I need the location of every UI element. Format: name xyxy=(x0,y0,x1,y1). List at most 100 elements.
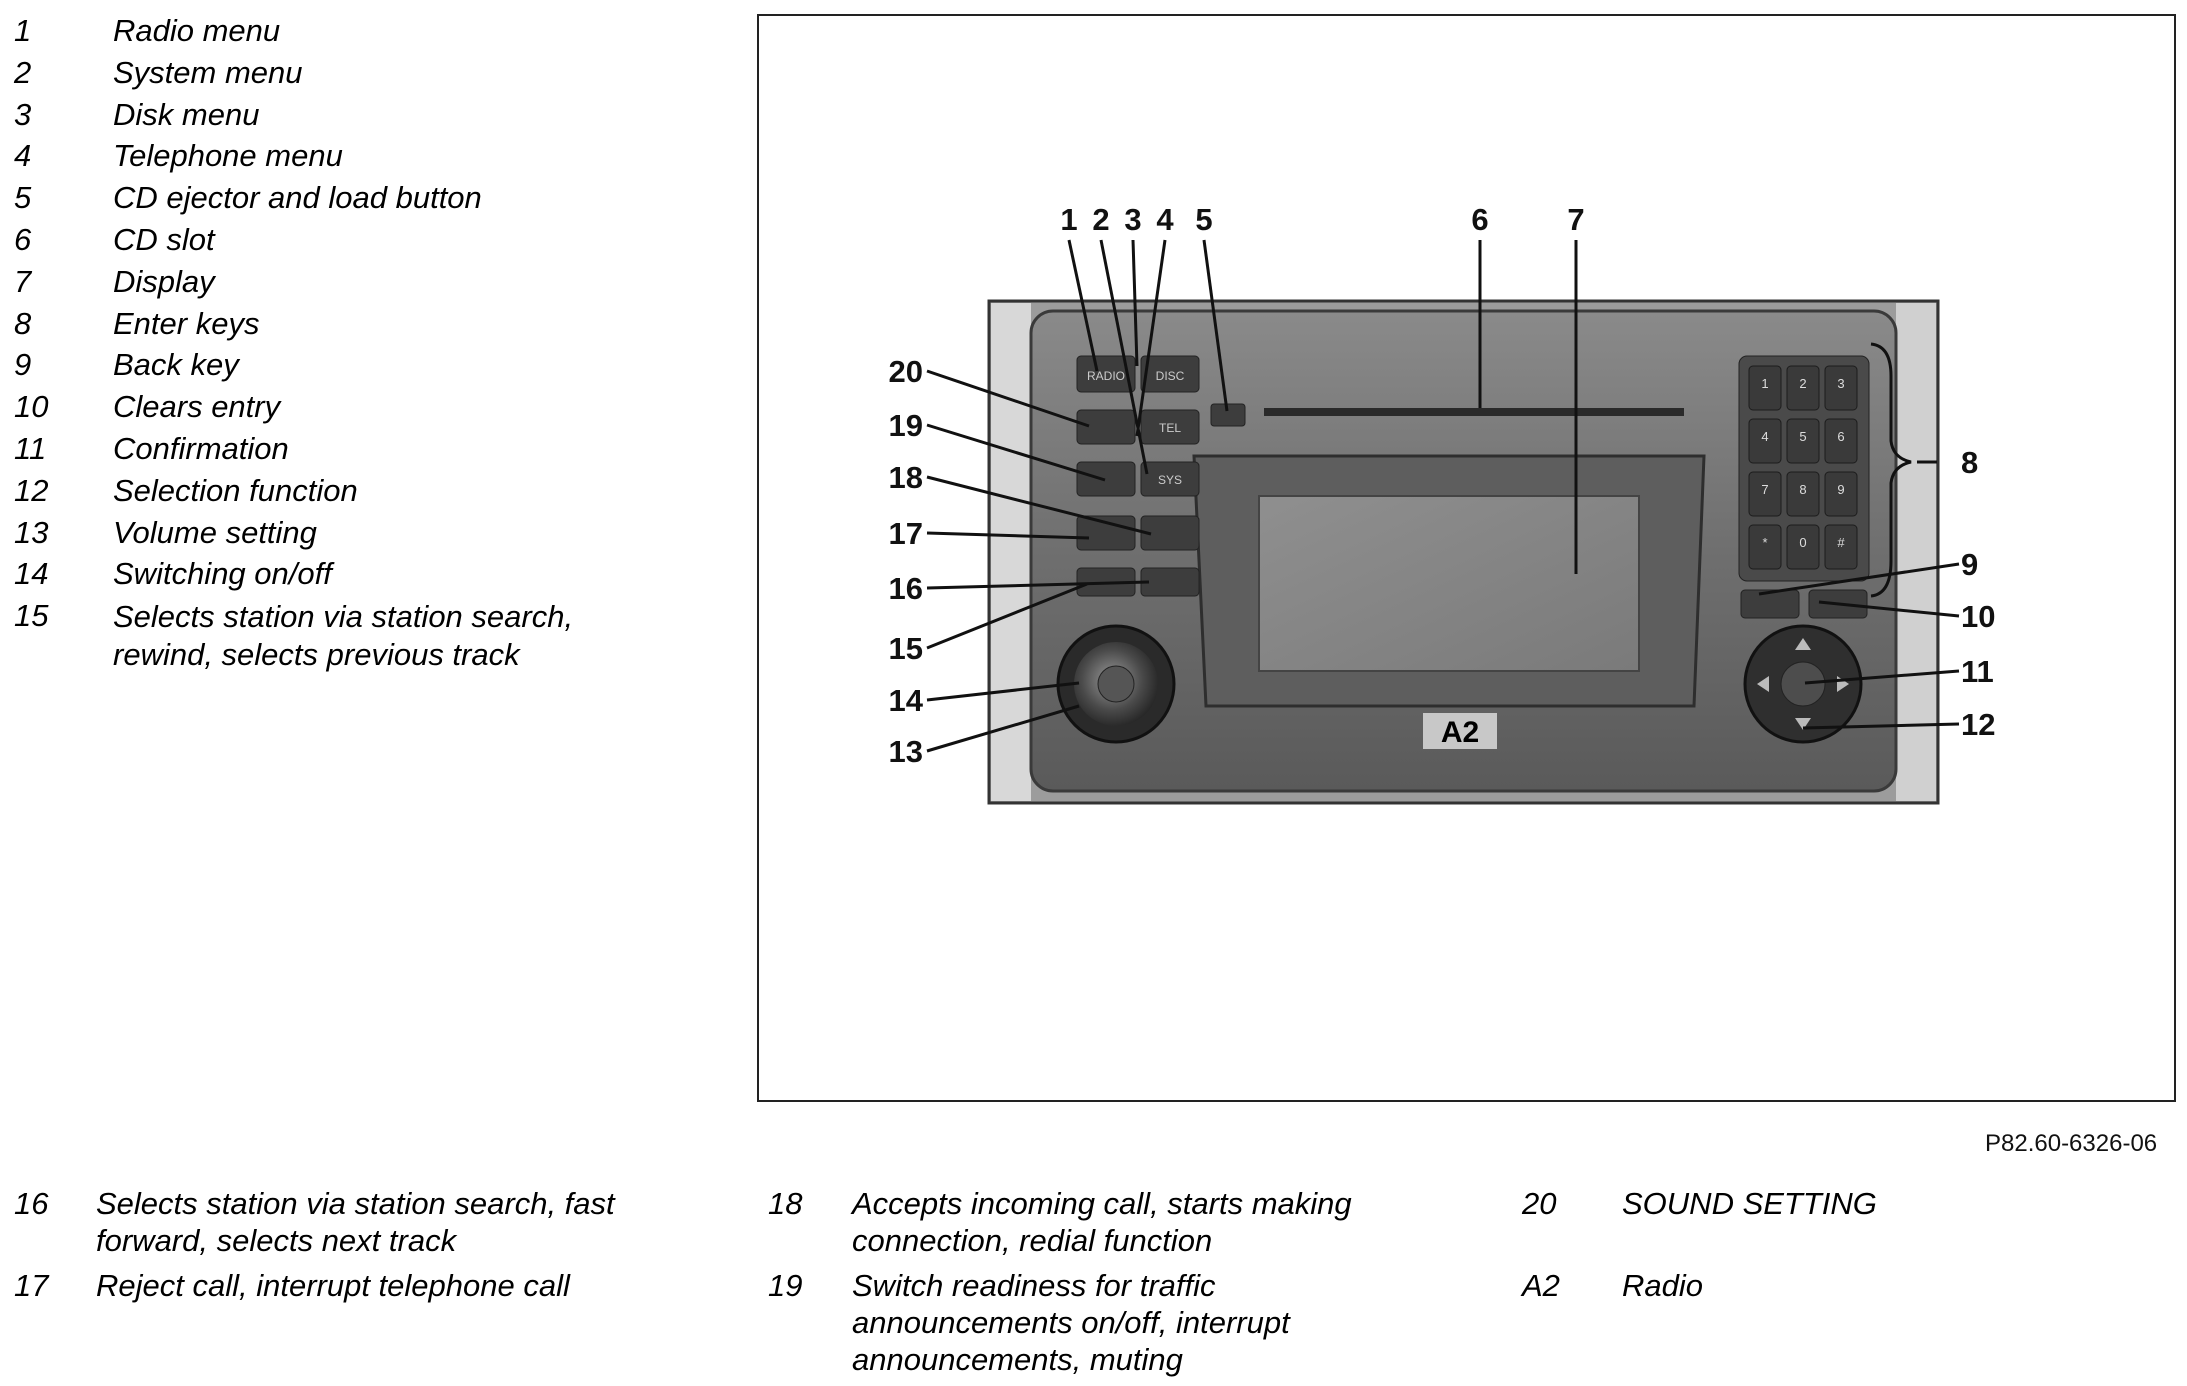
keypad-key[interactable] xyxy=(1748,471,1782,517)
radio-button-label: RADIO xyxy=(1087,369,1125,383)
disc-button[interactable] xyxy=(1140,355,1200,393)
legend-number: 18 xyxy=(768,1186,803,1221)
legend-number: 14 xyxy=(14,556,49,592)
legend-text: Clears entry xyxy=(113,389,281,425)
callout-4: 4 xyxy=(1156,202,1174,237)
legend-text: Switching on/off xyxy=(113,556,332,592)
callout-6: 6 xyxy=(1471,202,1488,237)
disc-button-label: DISC xyxy=(1156,369,1185,383)
cd-eject-button[interactable] xyxy=(1210,403,1246,427)
legend-item: 8 Enter keys xyxy=(14,303,714,345)
unit-label-bg xyxy=(1423,713,1497,749)
sound-button[interactable] xyxy=(1076,409,1136,445)
keypad-key-label: 0 xyxy=(1799,535,1806,550)
callout-numbers: 1 2 3 4 5 6 7 8 9 10 11 12 13 14 15 16 1… xyxy=(889,202,1996,769)
sys-button[interactable] xyxy=(1140,461,1200,497)
keypad-key[interactable] xyxy=(1748,418,1782,464)
legend-number: 13 xyxy=(14,514,49,550)
arrow-left-icon xyxy=(1757,676,1769,692)
legend-item: 5 CD ejector and load button xyxy=(14,177,714,219)
keypad-key-label: 5 xyxy=(1799,429,1806,444)
legend-number: 7 xyxy=(14,263,32,299)
legend-number: 2 xyxy=(14,54,32,90)
legend-text: CD ejector and load button xyxy=(113,180,482,216)
legend-text: System menu xyxy=(113,54,303,90)
callout-13: 13 xyxy=(889,734,923,769)
tel-button[interactable] xyxy=(1140,409,1200,445)
callout-16: 16 xyxy=(889,571,923,606)
reject-call-button[interactable] xyxy=(1076,515,1136,551)
mute-button[interactable] xyxy=(1076,461,1136,497)
callout-lines xyxy=(926,239,1960,753)
power-button[interactable] xyxy=(1097,665,1135,703)
keypad-key[interactable] xyxy=(1824,524,1858,570)
keypad-key-label: 6 xyxy=(1837,429,1844,444)
legend-text: Selection function xyxy=(113,472,358,508)
display xyxy=(1258,495,1640,672)
back-button[interactable] xyxy=(1740,589,1800,619)
legend-text: SOUND SETTING xyxy=(1622,1186,1877,1221)
callout-9: 9 xyxy=(1961,547,1978,582)
figure-reference-code: P82.60-6326-06 xyxy=(1985,1130,2158,1157)
keypad-key[interactable] xyxy=(1824,418,1858,464)
callout-14: 14 xyxy=(889,683,924,718)
legend-number: 5 xyxy=(14,180,32,216)
keypad-key[interactable] xyxy=(1824,471,1858,517)
arrow-up-icon xyxy=(1795,638,1811,650)
legend-text: Disk menu xyxy=(113,96,260,132)
callout-18: 18 xyxy=(889,460,923,495)
keypad-key[interactable] xyxy=(1786,471,1820,517)
unit-label: A2 xyxy=(1441,716,1479,749)
seek-forward-button[interactable] xyxy=(1140,567,1200,597)
keypad-key[interactable] xyxy=(1748,365,1782,411)
keypad-key-label: 1 xyxy=(1761,376,1768,391)
keypad-key-label: 8 xyxy=(1799,482,1806,497)
legend-text: Enter keys xyxy=(113,305,260,341)
legend-text: Radio menu xyxy=(113,13,281,48)
legend-text: Accepts incoming call, starts making con… xyxy=(852,1186,1352,1258)
legend-item: 2 System menu xyxy=(14,52,714,94)
keypad-key[interactable] xyxy=(1824,365,1858,411)
legend-text: Back key xyxy=(113,347,239,383)
legend-item: 4 Telephone menu xyxy=(14,135,714,177)
keypad-key[interactable] xyxy=(1786,524,1820,570)
keypad-key-label: 7 xyxy=(1761,482,1768,497)
radio-button[interactable] xyxy=(1076,355,1136,393)
legend-item: 14 Switching on/off xyxy=(14,553,714,595)
keypad-key[interactable] xyxy=(1786,365,1820,411)
ok-button[interactable] xyxy=(1780,661,1826,707)
legend-text: Volume setting xyxy=(113,514,317,550)
legend-item: 6 CD slot xyxy=(14,219,714,261)
legend-text: Telephone menu xyxy=(113,138,343,174)
legend-text: Radio xyxy=(1622,1268,1703,1303)
callout-5: 5 xyxy=(1195,202,1212,237)
cd-slot xyxy=(1264,408,1684,416)
callout-1: 1 xyxy=(1060,202,1077,237)
callout-11: 11 xyxy=(1961,654,1994,689)
legend-number: 11 xyxy=(14,430,47,466)
legend-number: 8 xyxy=(14,305,32,341)
callout-7: 7 xyxy=(1567,202,1584,237)
housing-right-edge xyxy=(1896,303,1936,801)
keypad-key[interactable] xyxy=(1748,524,1782,570)
legend-number: 4 xyxy=(14,138,32,174)
callout-19: 19 xyxy=(889,408,923,443)
legend-text: Reject call, interrupt telephone call xyxy=(96,1268,570,1303)
legend-text: Selects station via station search, rewi… xyxy=(113,599,574,673)
legend-number: 16 xyxy=(14,1186,49,1221)
arrow-down-icon xyxy=(1795,718,1811,730)
legend-number: 17 xyxy=(14,1268,49,1303)
legend-number: A2 xyxy=(1522,1268,1560,1303)
keypad-key[interactable] xyxy=(1786,418,1820,464)
legend-number: 6 xyxy=(14,221,32,257)
legend-text: CD slot xyxy=(113,221,215,257)
keypad-key-label: 9 xyxy=(1837,482,1844,497)
sys-button-label: SYS xyxy=(1158,473,1182,487)
callout-10: 10 xyxy=(1961,599,1995,634)
